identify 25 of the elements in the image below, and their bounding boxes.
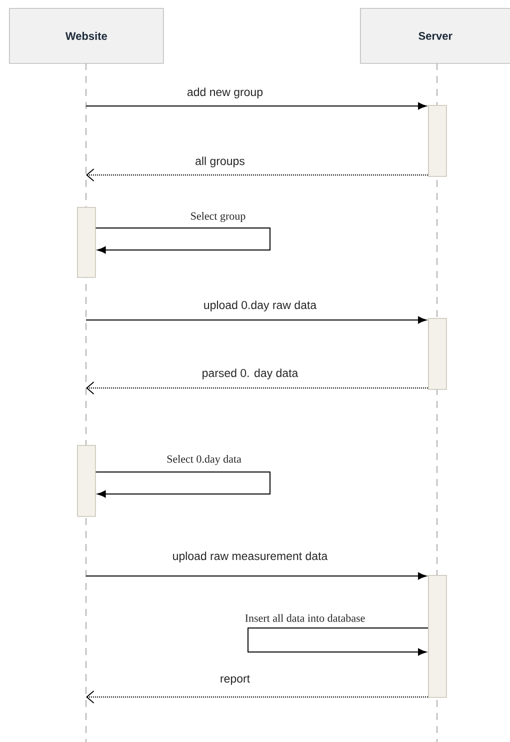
- message-label: Insert all data into database: [244, 613, 366, 623]
- message-arrow: [86, 572, 427, 580]
- message-arrow: [86, 102, 427, 110]
- message-arrow: [86, 316, 427, 324]
- message-arrow: [95, 228, 270, 254]
- activation-bar: [428, 318, 447, 390]
- message-label: all groups: [194, 156, 246, 168]
- message-label: upload raw measurement data: [171, 550, 329, 564]
- activation-bar: [77, 207, 96, 278]
- activation-bar: [77, 445, 96, 517]
- message-label: parsed 0. day data: [200, 368, 300, 380]
- message-label: Select group: [189, 211, 247, 223]
- activation-bar: [428, 575, 447, 698]
- message-label: add new group: [186, 86, 264, 100]
- message-arrow: [86, 382, 428, 394]
- participant-box: Server: [360, 8, 510, 64]
- message-arrow: [248, 628, 428, 656]
- message-label: report: [218, 674, 252, 686]
- message-arrow: [86, 168, 428, 182]
- message-arrow: [95, 472, 270, 498]
- message-arrow: [86, 690, 428, 704]
- activation-bar: [428, 105, 447, 177]
- participant-box: Website: [9, 8, 164, 64]
- message-label: upload 0.day raw data: [202, 300, 318, 312]
- message-label: Select 0.day data: [166, 454, 242, 466]
